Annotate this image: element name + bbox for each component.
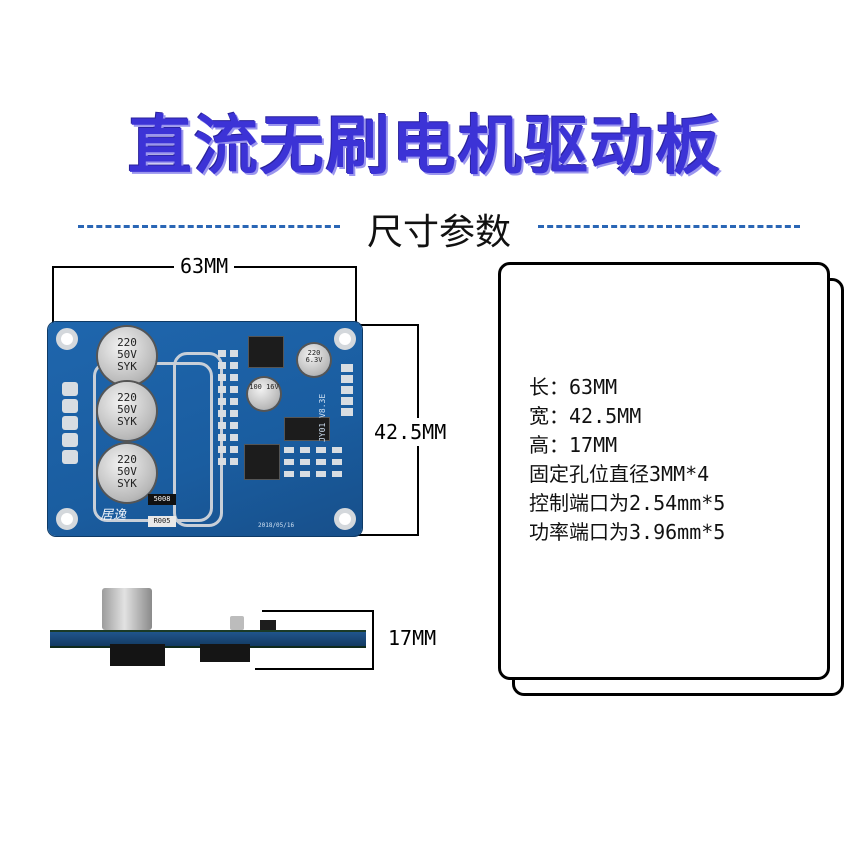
- pcb-board-side-view: [50, 588, 366, 668]
- height-dimension-top-tick: [322, 324, 418, 326]
- dashed-divider-left: [78, 225, 340, 228]
- width-dimension-right-tick: [355, 266, 357, 326]
- controller-ic: [244, 444, 280, 480]
- dashed-divider-right: [538, 225, 800, 228]
- small-capacitor-side: [230, 616, 244, 630]
- control-port-pins: [341, 364, 353, 416]
- terminal-side: [110, 644, 165, 666]
- small-capacitor: 100 16V: [248, 378, 280, 410]
- pcb-board-top-view: 220 50V SYK 220 50V SYK 220 50V SYK 220 …: [48, 322, 362, 536]
- brand-logo: 居逸: [100, 508, 127, 523]
- thickness-dimension-bottom-tick: [255, 668, 374, 670]
- copper-trace: [173, 352, 223, 527]
- thickness-dimension-top-tick: [262, 610, 374, 612]
- height-dimension-bottom-tick: [322, 534, 418, 536]
- electrolytic-capacitor: 220 50V SYK: [98, 444, 156, 502]
- spec-height: 高：17MM: [529, 433, 618, 457]
- thickness-dimension-label: 17MM: [388, 626, 437, 650]
- spec-width: 宽：42.5MM: [529, 404, 642, 428]
- smd-components: [218, 350, 238, 465]
- electrolytic-capacitor: 220 50V SYK: [98, 327, 156, 385]
- electrolytic-capacitor: 220 50V SYK: [98, 382, 156, 440]
- section-subtitle: 尺寸参数: [366, 212, 511, 253]
- width-dimension-left-tick: [52, 266, 54, 326]
- spec-mounting-hole: 固定孔位直径3MM*4: [529, 462, 710, 486]
- mounting-hole: [56, 508, 78, 530]
- spec-length: 长：63MM: [529, 375, 618, 399]
- small-capacitor: 220 6.3V: [298, 344, 330, 376]
- board-model-silkscreen: JY01 V8.3E: [318, 393, 327, 442]
- spec-power-port: 功率端口为3.96mm*5: [529, 520, 726, 544]
- smd-components: [284, 447, 342, 477]
- board-date-silkscreen: 2018/05/16: [258, 522, 295, 529]
- height-dimension-label: 42.5MM: [372, 418, 449, 446]
- terminal-side: [200, 644, 250, 662]
- driver-ic: [284, 417, 330, 441]
- page-title: 直流无刷电机驱动板: [128, 110, 722, 184]
- section-header: 尺寸参数: [0, 200, 850, 253]
- power-port-pads: [62, 382, 78, 464]
- mounting-hole: [56, 328, 78, 350]
- spec-control-port: 控制端口为2.54mm*5: [529, 491, 726, 515]
- resistor-label: R005: [148, 516, 176, 527]
- specs-list: 长：63MM 宽：42.5MM 高：17MM 固定孔位直径3MM*4 控制端口为…: [529, 373, 725, 547]
- chip-side: [260, 620, 276, 630]
- mounting-hole: [334, 328, 356, 350]
- mounting-hole: [334, 508, 356, 530]
- thickness-dimension-line: [372, 610, 374, 670]
- width-dimension-label: 63MM: [174, 254, 235, 278]
- shunt-resistor: 5008: [148, 494, 176, 505]
- mosfet-chip: [248, 336, 284, 368]
- specs-card: 长：63MM 宽：42.5MM 高：17MM 固定孔位直径3MM*4 控制端口为…: [498, 262, 830, 680]
- capacitor-side: [102, 588, 152, 630]
